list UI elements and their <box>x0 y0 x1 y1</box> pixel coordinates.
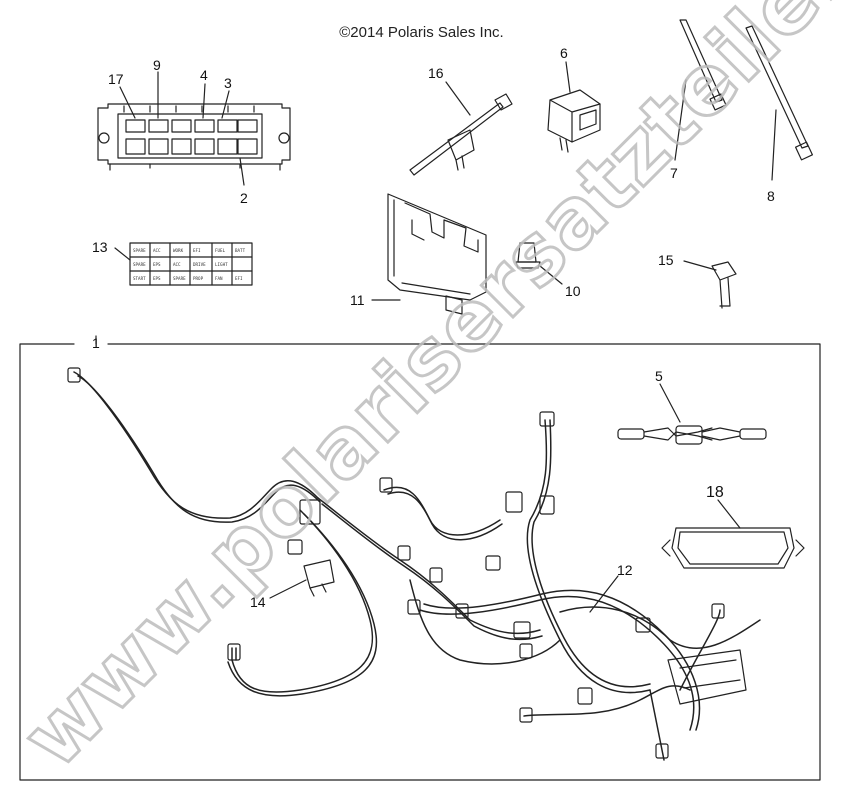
svg-text:FAN: FAN <box>215 276 223 281</box>
svg-text:DRIVE: DRIVE <box>193 262 206 267</box>
callout-17: 17 <box>108 71 124 87</box>
svg-text:EFI: EFI <box>193 248 201 253</box>
harness-connectors <box>67 367 747 759</box>
svg-text:WORK: WORK <box>173 248 184 253</box>
svg-text:SPARE: SPARE <box>173 276 186 281</box>
fuse-label-decal <box>129 242 253 286</box>
callout-4: 4 <box>200 67 208 83</box>
callout-15: 15 <box>658 252 674 268</box>
hex-bolt <box>711 261 737 309</box>
callout-10: 10 <box>565 283 581 299</box>
callout-5: 5 <box>655 368 663 384</box>
harness-frame <box>19 343 821 781</box>
svg-text:FUEL: FUEL <box>215 248 226 253</box>
long-cable-tie-8 <box>745 25 813 161</box>
callout-7: 7 <box>670 165 678 181</box>
fuse-box <box>97 103 291 171</box>
svg-text:BATT: BATT <box>235 248 246 253</box>
callout-18: 18 <box>706 484 724 501</box>
callout-labels: 1 2 3 4 5 6 7 8 9 10 11 12 13 14 15 16 1… <box>92 45 775 610</box>
callout-11: 11 <box>350 292 365 308</box>
long-cable-tie-7 <box>679 19 727 111</box>
callout-1: 1 <box>92 335 100 351</box>
callout-14: 14 <box>250 594 266 610</box>
callout-3: 3 <box>224 75 232 91</box>
connector-part <box>547 89 601 153</box>
svg-text:ACC: ACC <box>173 262 181 267</box>
watermark-text: www.polarisersatzteile.de <box>5 0 843 786</box>
svg-text:LIGHT: LIGHT <box>215 262 228 267</box>
callout-8: 8 <box>767 188 775 204</box>
svg-text:ACC: ACC <box>153 248 161 253</box>
push-rivet <box>515 242 541 269</box>
control-module <box>661 527 805 569</box>
callout-12: 12 <box>617 562 633 578</box>
relay-bracket <box>387 193 487 315</box>
svg-text:EFI: EFI <box>235 276 243 281</box>
svg-text:EPS: EPS <box>153 276 161 281</box>
svg-text:EPS: EPS <box>153 262 161 267</box>
relay-part <box>303 559 335 597</box>
callout-6: 6 <box>560 45 568 61</box>
cable-tie-mount <box>409 93 513 176</box>
svg-text:SPARE: SPARE <box>133 262 146 267</box>
callout-9: 9 <box>153 57 161 73</box>
callout-2: 2 <box>240 190 248 206</box>
main-wire-harness <box>73 371 761 761</box>
callout-16: 16 <box>428 65 444 81</box>
svg-text:START: START <box>133 276 146 281</box>
svg-text:PROP: PROP <box>193 276 204 281</box>
copyright-text: ©2014 Polaris Sales Inc. <box>339 24 504 41</box>
resistor-lead <box>617 425 767 445</box>
svg-text:SPARE: SPARE <box>133 248 146 253</box>
callout-13: 13 <box>92 239 108 255</box>
decal-fine-print: SPARE ACC WORK EFI FUEL BATT SPARE EPS A… <box>133 248 246 281</box>
